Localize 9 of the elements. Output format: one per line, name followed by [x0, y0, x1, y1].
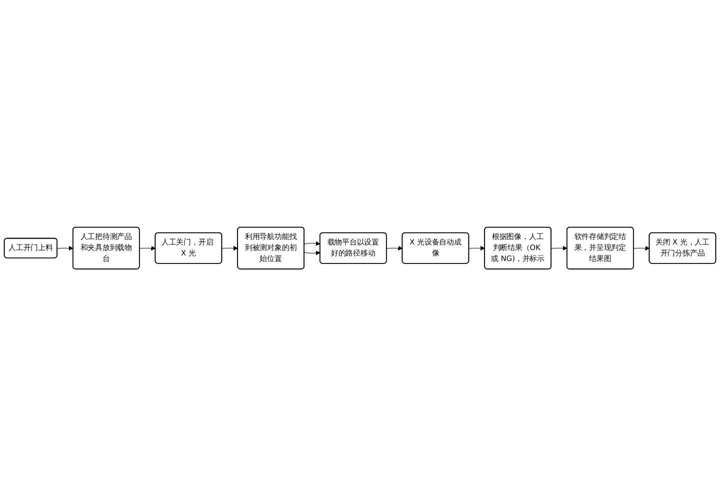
arrow [551, 246, 568, 250]
arrow [222, 246, 238, 250]
arrow [633, 246, 650, 250]
arrow [139, 246, 156, 250]
arrow [468, 246, 486, 250]
arrow [57, 246, 74, 250]
arrow [304, 241, 320, 246]
arrow [386, 246, 403, 250]
arrow [304, 250, 320, 256]
